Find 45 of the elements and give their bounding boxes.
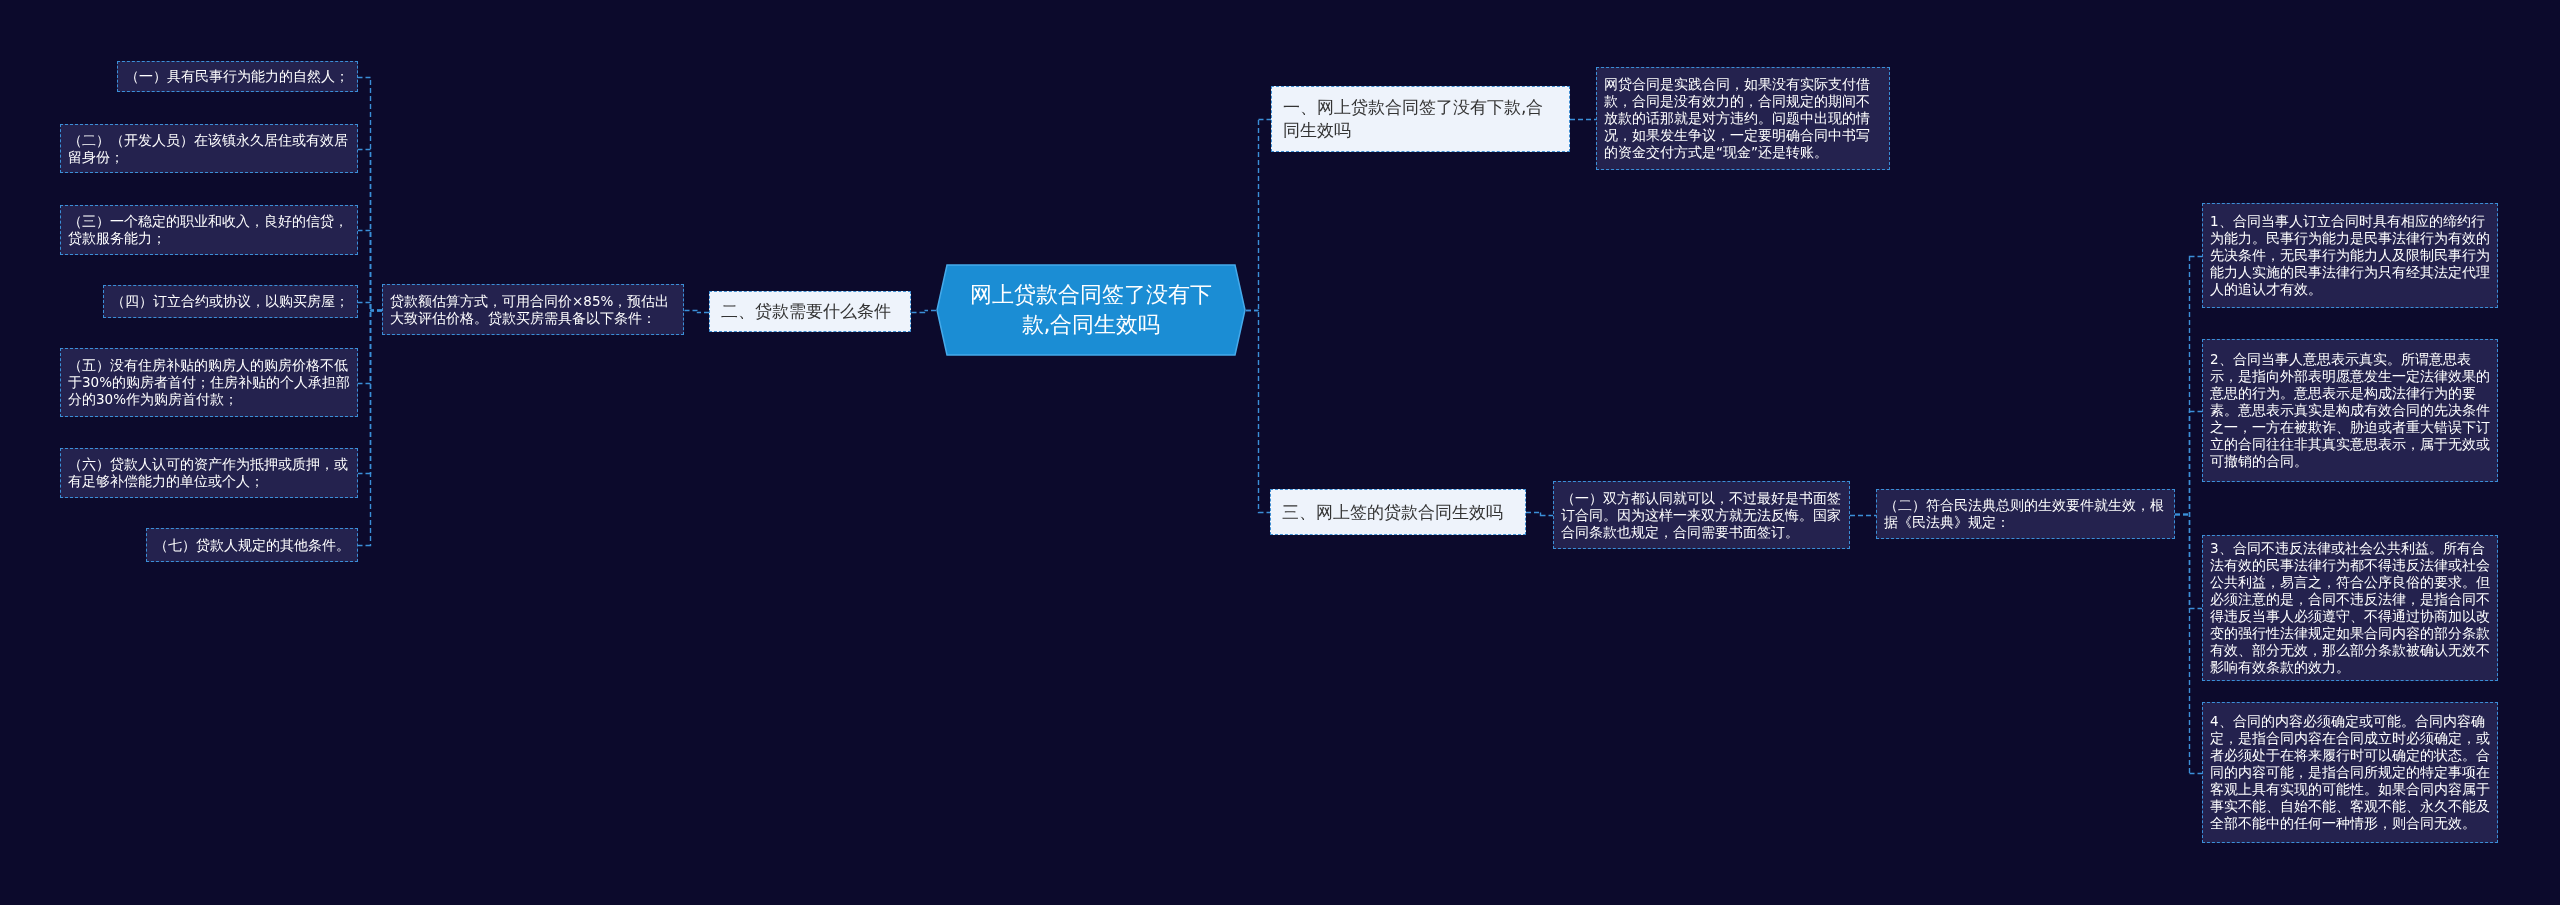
- note-box: [60, 348, 358, 417]
- note-text: 3、合同不违反法律或社会公共利益。所有合法有效的民事法律行为都不得违反法律或社会公共利益，易言之，符合公序良俗的要求。但必须注意的是，合同不违反法律，是指合同不得违反当事人必须遵守、不得通过协商加以改变的强行性法律规定如果合同内容的部分条款有效、部分无效，那么部分条款被确认无效不影响有效条款的效力。: [2210, 540, 2490, 676]
- note-text: （二）（开发人员）在该镇永久居住或有效居留身份；: [68, 131, 349, 166]
- branch-topic-text: 三、网上签的贷款合同生效吗: [1282, 500, 1503, 524]
- topic-title: 网上贷款合同签了没有下款,合同生效吗: [969, 281, 1213, 339]
- note-text: 2、合同当事人意思表示真实。所谓意思表示，是指向外部表明愿意发生一定法律效果的意思的行为。意思表示是构成法律行为的要素。意思表示真实是构成有效合同的先决条件之一，一方在被欺诈、胁迫或者重大错误下订立的合同往往非其真实意思表示，属于无效或可撤销的合同。: [2210, 351, 2490, 470]
- topic-hexagon: [936, 264, 1246, 356]
- note-text: （七）贷款人规定的其他条件。: [154, 536, 350, 554]
- connector-line: [910, 309, 937, 314]
- note-text: （五）没有住房补贴的购房人的购房价格不低于30%的购房者首付；住房补贴的个人承担部分的30%作为购房首付款；: [68, 357, 350, 408]
- note-text: （六）贷款人认可的资产作为抵押或质押，或有足够补偿能力的单位或个人；: [68, 456, 349, 490]
- note-box: [2202, 203, 2498, 308]
- connector-line: [1245, 309, 1271, 514]
- connector-line: [683, 309, 710, 314]
- note-text: （三）一个稳定的职业和收入，良好的信贷，贷款服务能力；: [68, 213, 349, 247]
- note-text: 4、合同的内容必须确定或可能。合同内容确定，是指合同内容在合同成立时必须确定，或者必须处于在将来履行时可以确定的状态。合同的内容可能，是指合同所规定的特定事项在客观上具有实现的可能性。如果合同内容属于事实不能、自始不能、客观不能、永久不能及全部不能中的任何一种情形，则合同无效。: [2210, 713, 2490, 832]
- connector-line: [1569, 118, 1597, 121]
- note-text: 1、合同当事人订立合同时具有相应的缔约行为能力。民事行为能力是民事法律行为有效的先决条件，无民事行为能力人及限制民事行为能力人实施的民事法律行为只有经其法定代理人的追认才有效。: [2210, 213, 2490, 298]
- branch-topic-text: 一、网上贷款合同签了没有下款,合同生效吗: [1283, 96, 1545, 142]
- note-box: [146, 528, 358, 562]
- branch-topic-text: 二、贷款需要什么条件: [721, 300, 891, 323]
- note-box: [382, 284, 684, 335]
- note-box: [2202, 702, 2498, 843]
- note-text: （一）具有民事行为能力的自然人；: [125, 68, 349, 85]
- note-box: [60, 448, 358, 498]
- connector-line: [2174, 513, 2203, 775]
- note-box: [1596, 67, 1890, 170]
- connector-line: [357, 309, 383, 547]
- note-box: [1876, 489, 2175, 539]
- note-box: [2202, 339, 2498, 482]
- branch-topic-box: [1271, 86, 1570, 152]
- note-text: 贷款额估算方式，可用合同价×85%，预估出大致评估价格。贷款买房需具备以下条件：: [390, 292, 671, 327]
- note-text: （四）订立合约或协议，以购买房屋；: [111, 293, 349, 310]
- connector-line: [1849, 514, 1877, 517]
- note-text: （一）双方都认同就可以，不过最好是书面签订合同。因为这样一来双方就无法反悔。国家合同条款也规定，合同需要书面签订。: [1561, 489, 1842, 541]
- note-box: [117, 61, 358, 92]
- branch-topic-box: [709, 291, 911, 332]
- note-text: （二）符合民法典总则的生效要件就生效，根据《民法典》规定：: [1884, 497, 2165, 531]
- note-box: [103, 285, 358, 318]
- connector-line: [1525, 511, 1554, 517]
- branch-topic-box: [1270, 489, 1526, 535]
- note-box: [1553, 481, 1850, 549]
- note-box: [60, 124, 358, 173]
- note-box: [60, 205, 358, 255]
- note-text: 网贷合同是实践合同，如果没有实际支付借款，合同是没有效力的，合同规定的期间不放款的话那就是对方违约。问题中出现的情况，如果发生争议，一定要明确合同中书写的资金交付方式是“现金”还是转账。: [1604, 76, 1871, 161]
